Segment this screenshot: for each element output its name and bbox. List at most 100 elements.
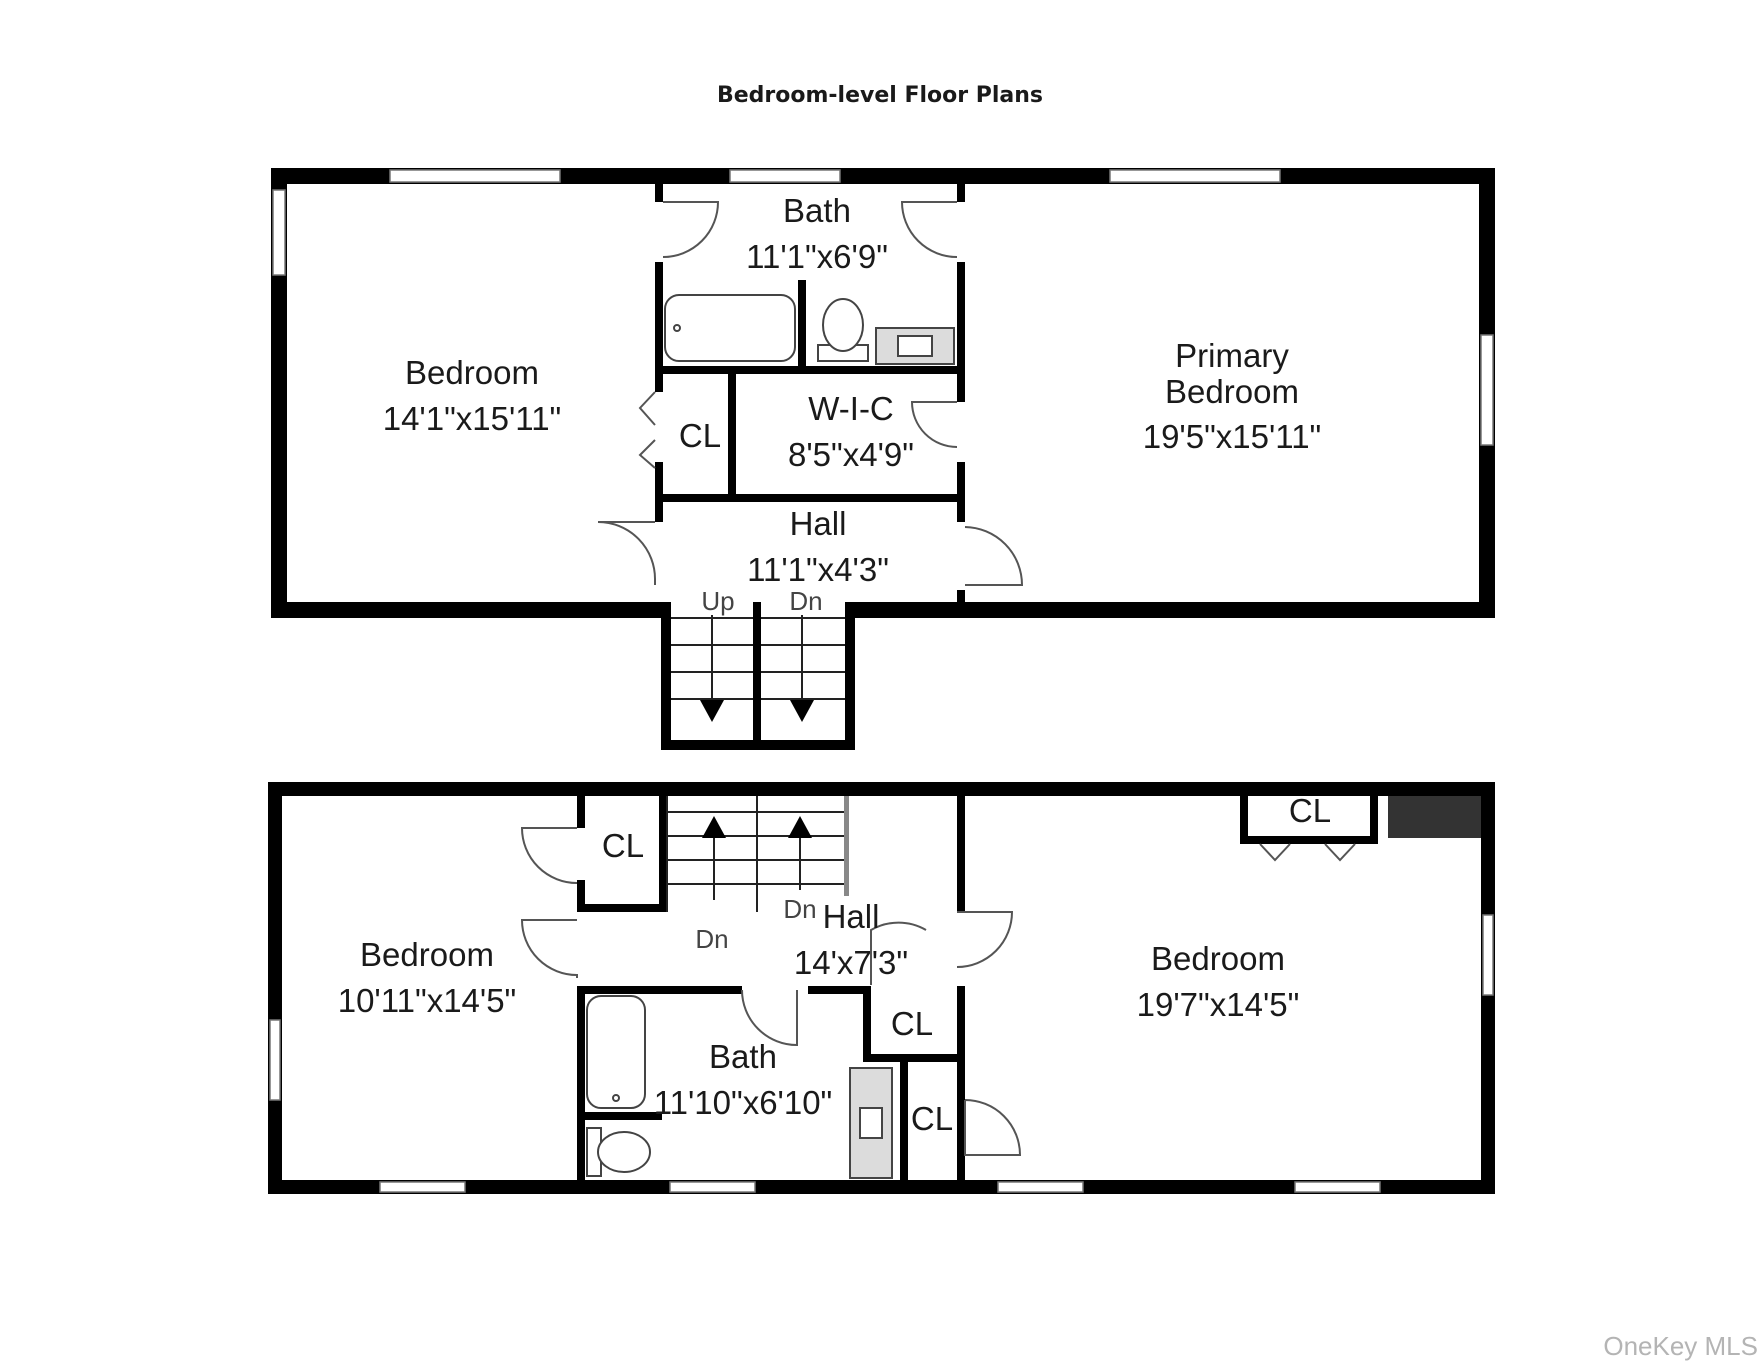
toilet-bowl — [822, 298, 864, 352]
wall — [655, 184, 663, 202]
upper-bottom-wall-left — [271, 602, 663, 618]
plan-title: Bedroom-level Floor Plans — [717, 83, 1043, 108]
door-arc — [520, 827, 578, 884]
room-name: Bath — [709, 1038, 777, 1075]
wall — [1240, 796, 1248, 842]
stair-divider — [753, 602, 761, 742]
room-size: 14'x7'3" — [794, 944, 908, 981]
wall — [577, 986, 742, 994]
window — [379, 1181, 466, 1193]
upper-bottom-wall-right — [851, 602, 1495, 618]
room-size: 8'5"x4'9" — [788, 436, 914, 473]
room-name: CL — [602, 827, 644, 864]
stair-label: Up — [701, 586, 734, 616]
wall — [577, 1112, 662, 1120]
window — [272, 189, 286, 276]
room-size: 11'10"x6'10" — [654, 1084, 833, 1121]
wall — [1240, 836, 1370, 844]
window — [1294, 1181, 1381, 1193]
wall — [655, 502, 663, 522]
room-name: Bath — [783, 192, 851, 229]
wall — [728, 372, 736, 498]
wall — [1370, 796, 1378, 844]
wall — [577, 796, 585, 828]
stair-arrow-down-icon — [790, 700, 814, 722]
wall — [577, 880, 585, 912]
wall — [655, 372, 663, 392]
sink-basin — [859, 1107, 883, 1139]
room-name: Primary — [1175, 337, 1289, 374]
door-arc — [597, 521, 657, 585]
stair-rail — [844, 796, 849, 896]
window — [1482, 914, 1494, 996]
bathtub — [586, 995, 646, 1109]
door-arc — [964, 526, 1024, 586]
lower-floor: Bedroom 10'11"x14'5" CL Dn Dn Hall 14'x7… — [268, 782, 1495, 1194]
lower-stair-treads — [666, 796, 844, 912]
stair-arrow-up-icon — [702, 816, 726, 838]
wall — [957, 590, 965, 618]
room-name: CL — [911, 1100, 953, 1137]
window — [1109, 169, 1281, 183]
wall — [863, 986, 871, 1062]
room-name: CL — [891, 1005, 933, 1042]
room-name: Bedroom — [1165, 373, 1299, 410]
room-size: 11'1"x4'3" — [747, 551, 889, 588]
door-arc — [741, 989, 798, 1047]
room-name: Hall — [790, 505, 847, 542]
room-name: CL — [679, 417, 721, 454]
room-name: Hall — [823, 898, 880, 935]
toilet-bowl — [597, 1131, 651, 1173]
room-name: CL — [1289, 792, 1331, 829]
wall — [808, 986, 863, 994]
room-size: 11'1"x6'9" — [746, 238, 888, 275]
stair-label: Dn — [695, 924, 728, 954]
window — [1480, 334, 1494, 446]
wall — [655, 494, 965, 502]
lower-left-wall — [268, 782, 282, 1194]
window — [729, 169, 841, 183]
door-arc — [956, 911, 1014, 968]
wall — [798, 280, 806, 370]
room-size: 19'5"x15'11" — [1143, 418, 1322, 455]
door-arc — [870, 921, 927, 985]
room-name: W-I-C — [808, 390, 894, 427]
stair-arrow-down-icon — [700, 700, 724, 722]
door-arc — [910, 401, 958, 448]
stair-arrow-up-icon — [788, 816, 812, 838]
wall — [957, 796, 965, 912]
wall — [957, 262, 965, 372]
wall — [900, 1062, 908, 1194]
stair-label: Dn — [789, 586, 822, 616]
bifold-door — [1259, 843, 1356, 862]
wall — [957, 372, 965, 402]
wall — [957, 184, 965, 202]
upper-left-wall — [271, 168, 287, 618]
window — [669, 1181, 756, 1193]
stair-wall — [845, 602, 855, 750]
wall — [655, 262, 663, 372]
shelf-unit — [1388, 796, 1481, 838]
wall — [863, 1054, 963, 1062]
window — [269, 1019, 281, 1101]
wall — [957, 502, 965, 522]
window — [997, 1181, 1084, 1193]
wall — [577, 904, 667, 912]
room-name: Bedroom — [405, 354, 539, 391]
room-size: 19'7"x14'5" — [1137, 986, 1300, 1023]
door-arc — [964, 1099, 1022, 1156]
room-name: Bedroom — [360, 936, 494, 973]
bathtub-drain — [673, 324, 681, 332]
wall — [957, 462, 965, 502]
bathtub-drain — [612, 1094, 620, 1102]
door-arc — [900, 201, 958, 258]
wall — [655, 366, 965, 374]
door-arc — [520, 919, 578, 978]
wall — [655, 462, 663, 498]
room-name: Bedroom — [1151, 940, 1285, 977]
stair-wall — [661, 602, 671, 750]
room-size: 10'11"x14'5" — [338, 982, 517, 1019]
watermark: OneKey MLS — [1603, 1331, 1758, 1361]
door-arc — [662, 201, 720, 258]
